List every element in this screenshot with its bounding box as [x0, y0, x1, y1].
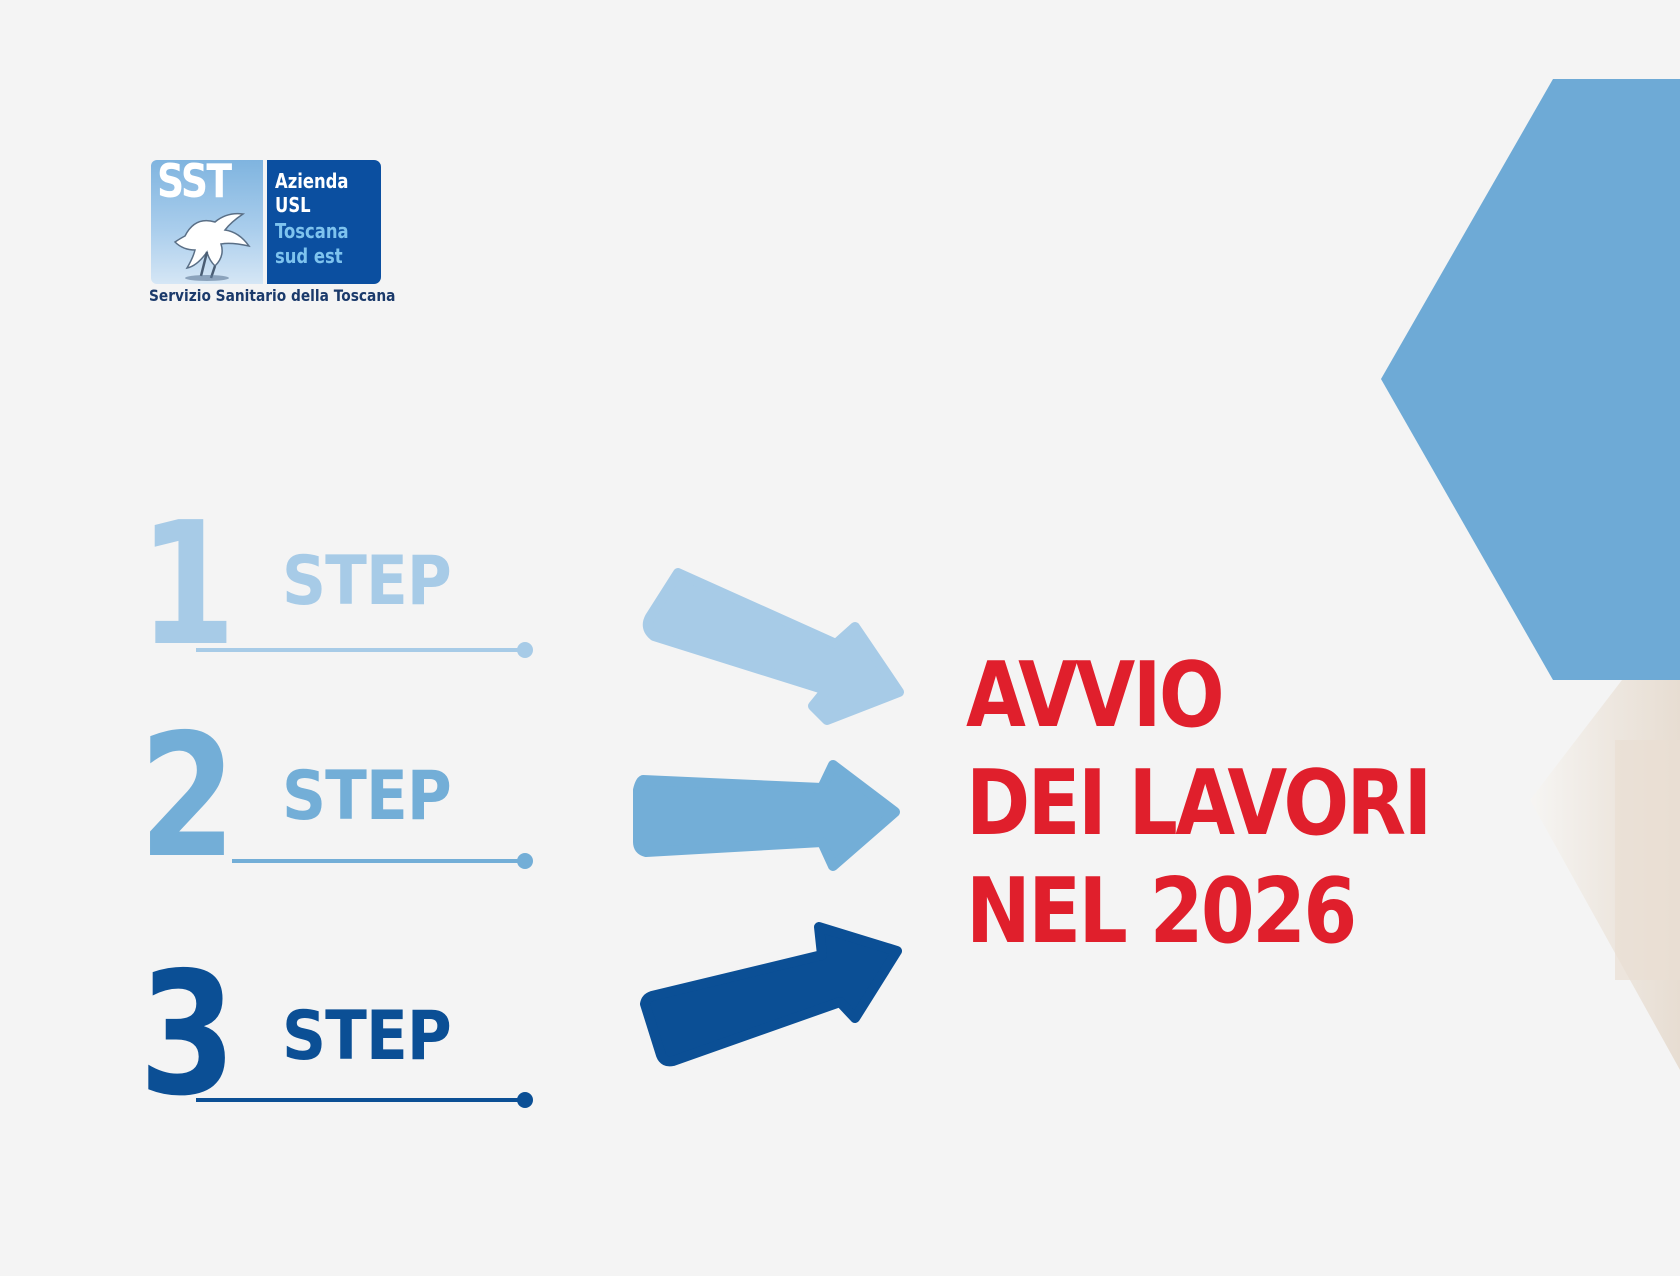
logo-line-azienda: Azienda [275, 169, 349, 193]
logo-mark: SST [157, 160, 232, 208]
logo-line-usl: USL [275, 193, 311, 217]
pegasus-icon [173, 212, 251, 281]
blue-hexagon [1381, 79, 1680, 680]
logo-caption: Servizio Sanitario della Toscana [149, 286, 396, 305]
headline-line-2: DEI LAVORI [966, 751, 1432, 856]
logo-right-panel: Azienda USL Toscana sud est [267, 160, 381, 284]
step-2-label: STEP [282, 757, 452, 836]
logo-line-sud-est: sud est [275, 244, 343, 268]
step-3-number: 3 [139, 936, 236, 1134]
arrow-right-icon [642, 568, 904, 725]
arrow-right-icon [633, 760, 900, 871]
step-1-number: 1 [139, 486, 236, 684]
step-3-underline [196, 1092, 533, 1108]
photo-blur-detail [1615, 740, 1680, 980]
step-3-label: STEP [282, 997, 452, 1076]
step-2-number: 2 [139, 698, 236, 896]
step-2-underline [232, 853, 533, 869]
headline-line-1: AVVIO [966, 643, 1225, 748]
headline-line-3: NEL 2026 [966, 859, 1357, 964]
logo-line-toscana: Toscana [275, 219, 349, 243]
headline: AVVIO DEI LAVORI NEL 2026 [966, 642, 1526, 966]
step-1-underline [196, 642, 533, 658]
asl-logo: SST Azienda USL Toscana sud est Servizio… [149, 158, 395, 308]
step-1-label: STEP [282, 542, 452, 621]
logo-left-panel: SST [151, 160, 263, 284]
arrow-right-icon [640, 922, 902, 1067]
